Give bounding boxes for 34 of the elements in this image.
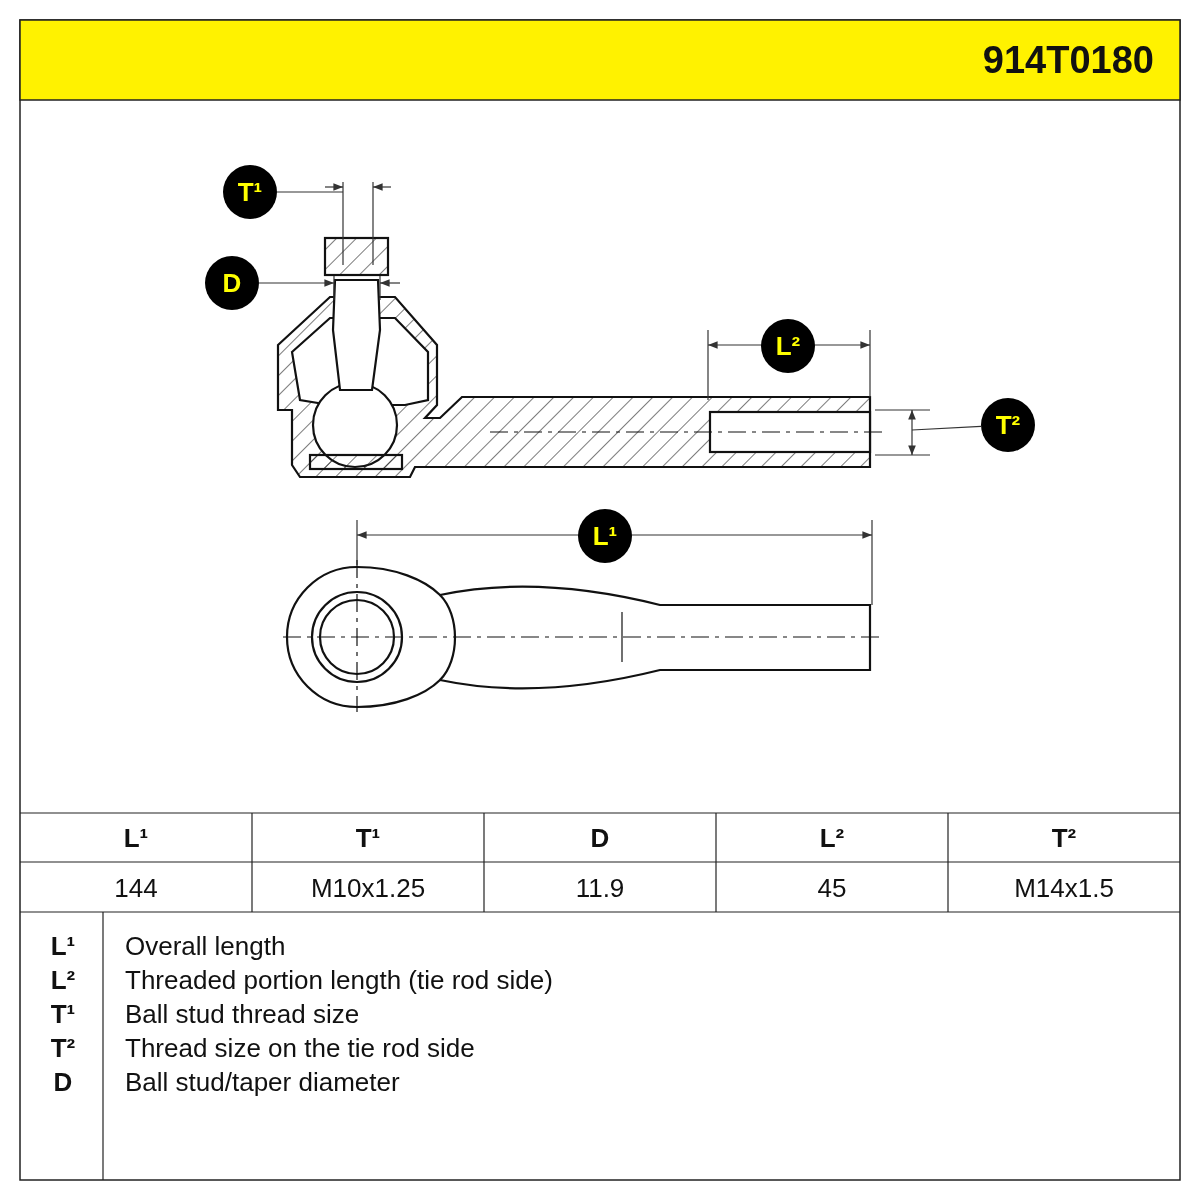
legend-description: Ball stud thread size [125, 1001, 360, 1027]
leader-line [276, 191, 344, 193]
legend-description: Ball stud/taper diameter [125, 1069, 400, 1095]
table-value: M14x1.5 [1014, 875, 1114, 901]
column-header: L¹ [123, 825, 149, 851]
legend-key: D [53, 1069, 73, 1095]
legend-description: Threaded portion length (tie rod side) [125, 967, 553, 993]
callout-circle [981, 398, 1035, 452]
callout-circle [761, 319, 815, 373]
legend-description: Overall length [125, 933, 286, 959]
callout-label: T² [995, 412, 1021, 438]
column-header: T² [1051, 825, 1077, 851]
legend-key: T² [50, 1035, 76, 1061]
callout-label: D [222, 270, 242, 296]
leader-line [258, 282, 301, 284]
callout-label: L² [775, 333, 801, 359]
callout-circle [223, 165, 277, 219]
table-value: 144 [114, 875, 158, 901]
part-number: 914T0180 [982, 41, 1154, 79]
leader-line [911, 425, 982, 431]
callout-circle [578, 509, 632, 563]
column-header: L² [819, 825, 845, 851]
callout-label: L¹ [592, 523, 618, 549]
legend-key: L² [50, 967, 76, 993]
table-value: 11.9 [575, 875, 625, 901]
legend-description: Thread size on the tie rod side [125, 1035, 475, 1061]
callout-circle [205, 256, 259, 310]
column-header: D [590, 825, 610, 851]
callout-label: T¹ [237, 179, 263, 205]
table-value: M10x1.25 [310, 875, 426, 901]
column-header: T¹ [355, 825, 381, 851]
legend-key: L¹ [50, 933, 76, 959]
table-value: 45 [817, 875, 847, 901]
legend-key: T¹ [50, 1001, 76, 1027]
